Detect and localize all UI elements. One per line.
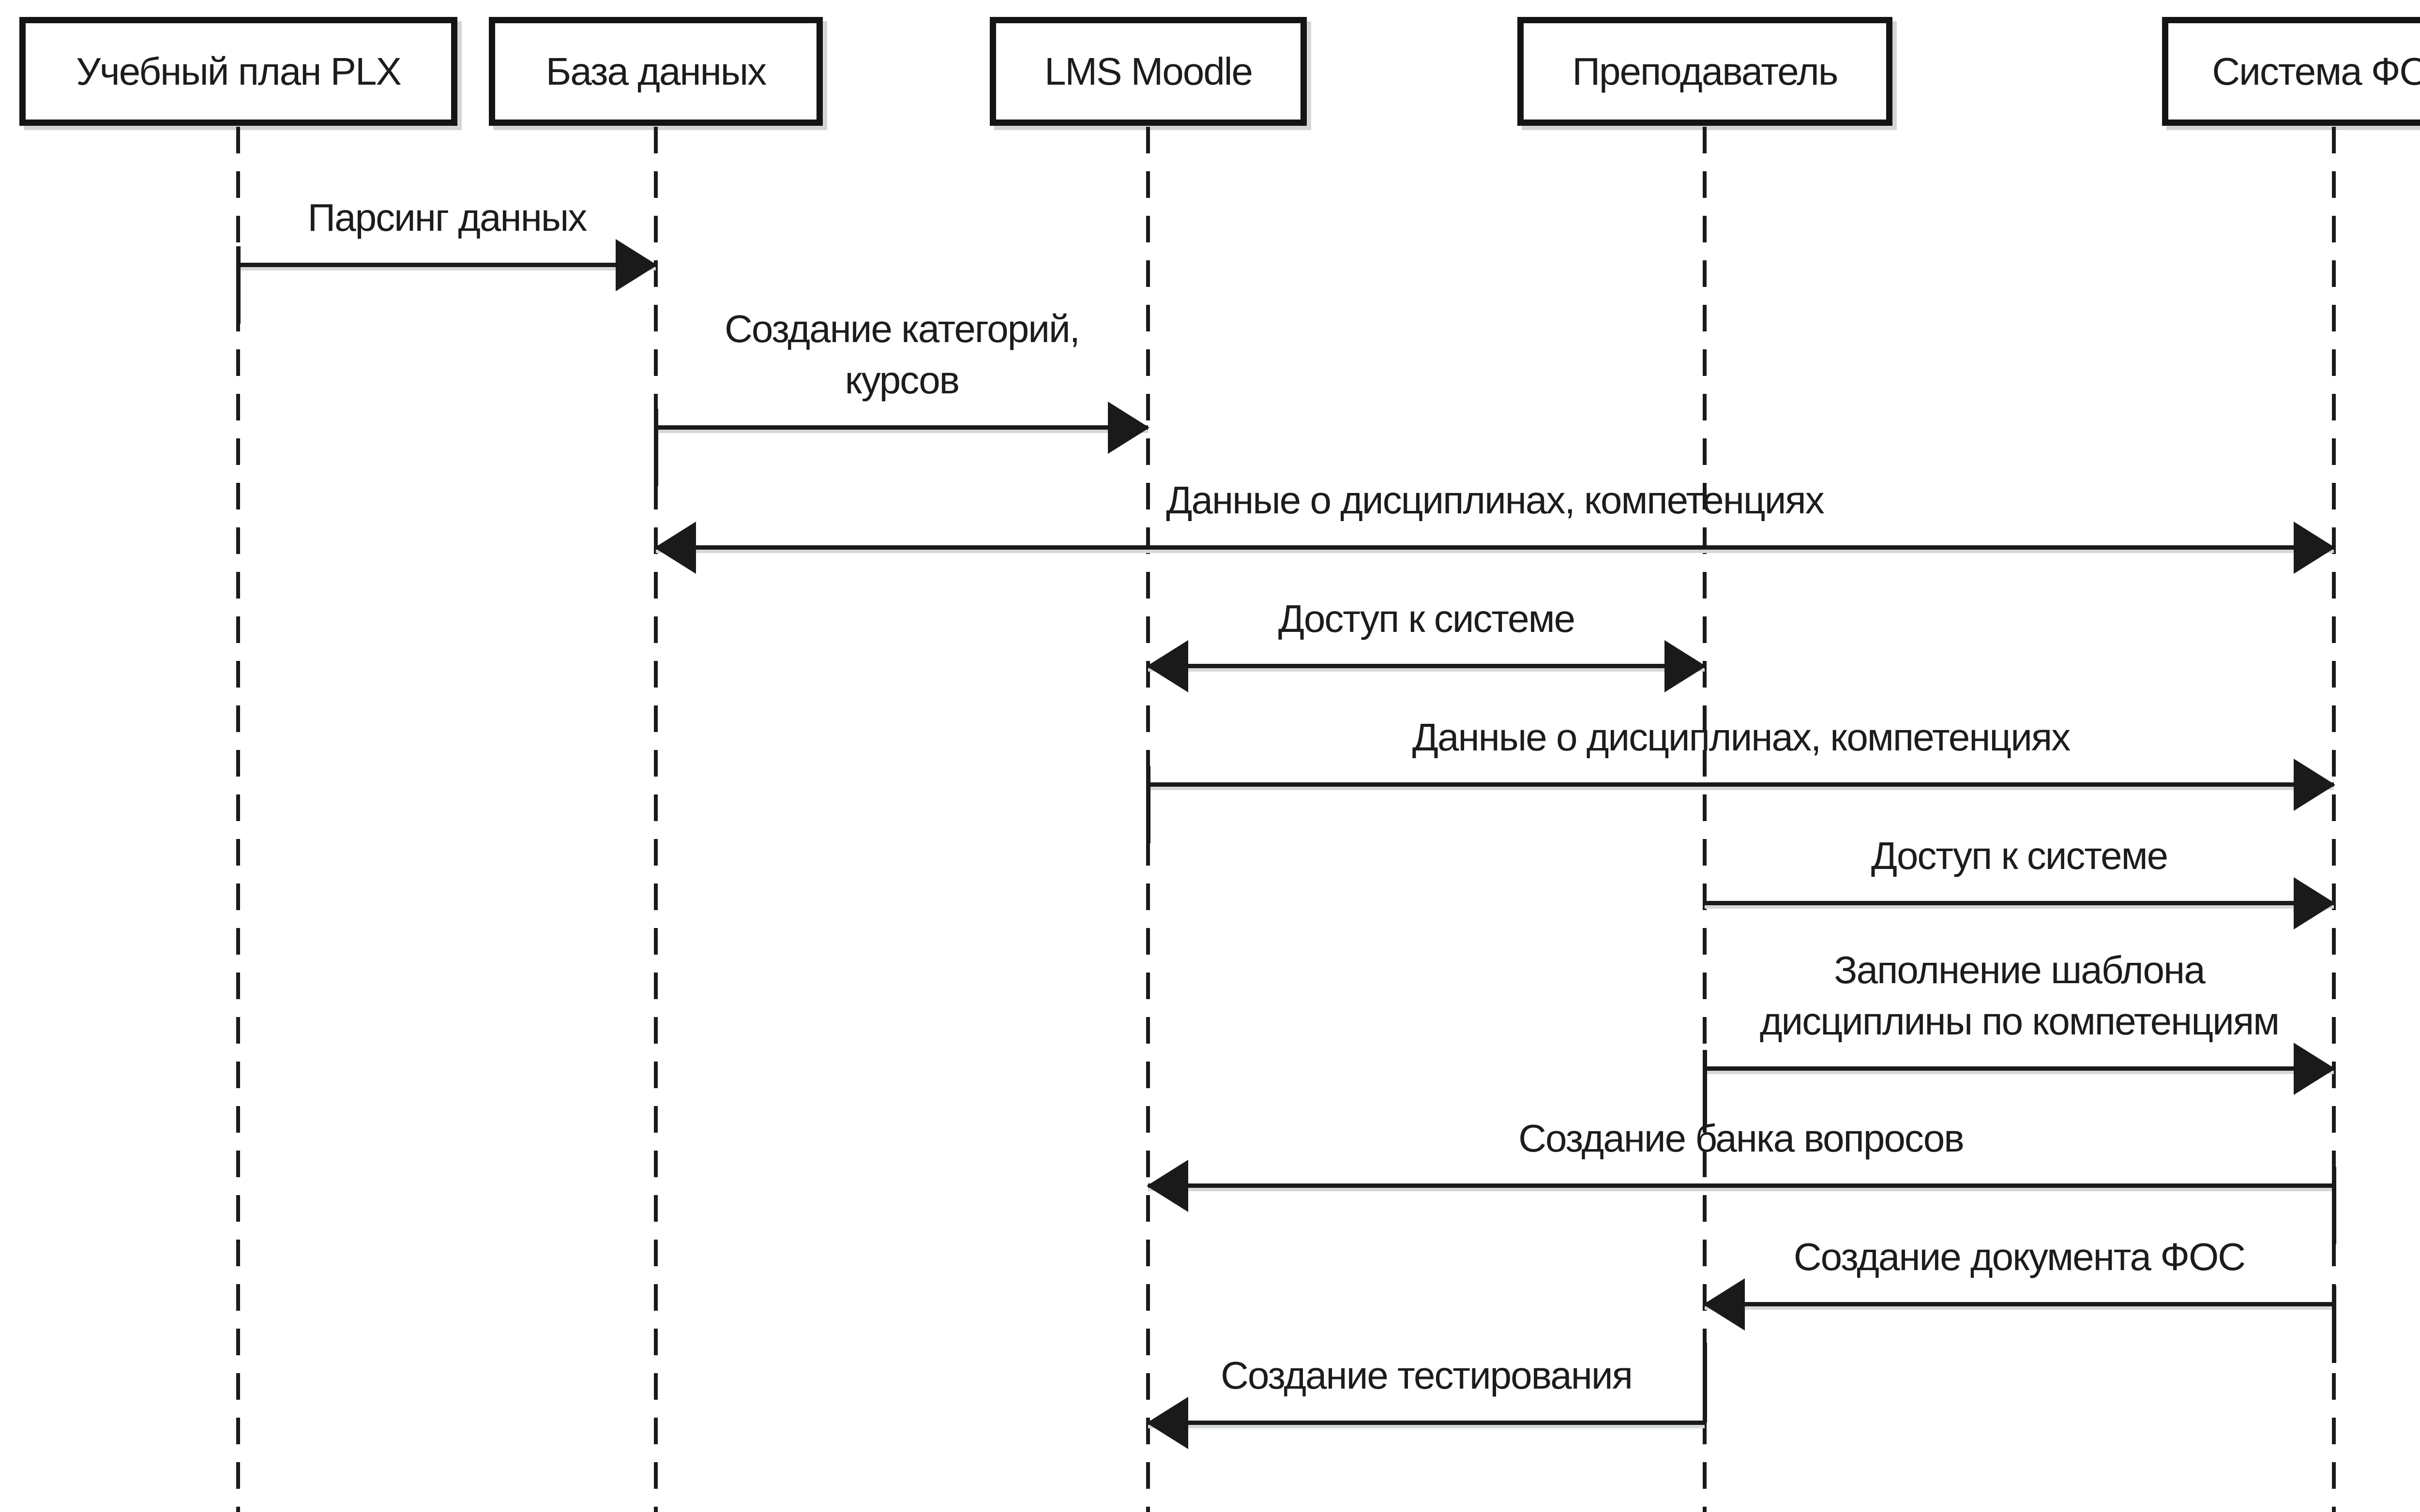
- message-source-stub: [1146, 766, 1150, 843]
- actor-label: Преподаватель: [1572, 49, 1839, 93]
- arrowhead-right-icon: [1664, 640, 1706, 692]
- arrowhead-left-icon: [1147, 1396, 1188, 1449]
- actor-label: Система ФОС: [2212, 49, 2420, 93]
- lifeline-fos: [2332, 127, 2336, 1512]
- actor-box-plx: Учебный план PLX: [19, 17, 457, 126]
- message-source-stub: [1703, 1343, 1707, 1422]
- message-line: [1147, 640, 1706, 692]
- message-source-stub: [2332, 1286, 2336, 1363]
- message-source-stub: [654, 409, 658, 486]
- arrowhead-right-icon: [2294, 758, 2335, 811]
- arrowhead-left-icon: [1147, 640, 1188, 692]
- message-label: Создание документа ФОС: [1793, 1235, 2246, 1278]
- message-line: [1703, 1278, 2334, 1331]
- message-line: [656, 401, 1150, 454]
- lifeline-plx: [236, 127, 240, 1512]
- message-line: [238, 239, 657, 291]
- message-source-stub: [1703, 1050, 1707, 1127]
- message-line: [1147, 1396, 1705, 1449]
- arrowhead-left-icon: [1147, 1159, 1188, 1212]
- message-label: Данные о дисциплинах, компетенциях: [1166, 479, 1824, 522]
- message-label: Доступ к системе: [1278, 597, 1575, 640]
- actor-box-fos: Система ФОС: [2162, 17, 2420, 126]
- lifeline-db: [654, 127, 658, 1512]
- actor-box-db: База данных: [489, 17, 823, 126]
- message-label: Парсинг данных: [307, 196, 588, 239]
- message-label: Создание категорий, курсов: [725, 307, 1080, 402]
- message-line: [654, 521, 2335, 574]
- arrowhead-right-icon: [616, 239, 657, 291]
- arrowhead-right-icon: [2294, 1042, 2335, 1095]
- arrowhead-left-icon: [654, 521, 696, 574]
- message-label: Данные о дисциплинах, компетенциях: [1412, 716, 2071, 759]
- message-line: [1148, 758, 2335, 811]
- message-label: Доступ к системе: [1871, 834, 2168, 877]
- message-source-stub: [236, 246, 241, 324]
- message-label: Создание тестирования: [1221, 1354, 1633, 1397]
- actor-label: База данных: [545, 49, 767, 93]
- arrowhead-left-icon: [1703, 1278, 1745, 1331]
- message-line: [1147, 1159, 2334, 1212]
- arrowhead-right-icon: [2294, 521, 2335, 574]
- message-label: Заполнение шаблона дисциплины по компете…: [1759, 948, 2280, 1043]
- actor-label: LMS Moodle: [1044, 49, 1253, 93]
- actor-box-lms: LMS Moodle: [990, 17, 1307, 126]
- message-label: Создание банка вопросов: [1518, 1117, 1964, 1160]
- lifeline-teacher: [1703, 127, 1707, 1512]
- actor-box-teacher: Преподаватель: [1517, 17, 1892, 126]
- message-line: [1705, 877, 2335, 929]
- message-source-stub: [2332, 1167, 2336, 1244]
- actor-label: Учебный план PLX: [76, 49, 402, 93]
- message-line: [1705, 1042, 2335, 1095]
- arrowhead-right-icon: [1108, 401, 1150, 454]
- arrowhead-right-icon: [2294, 877, 2335, 929]
